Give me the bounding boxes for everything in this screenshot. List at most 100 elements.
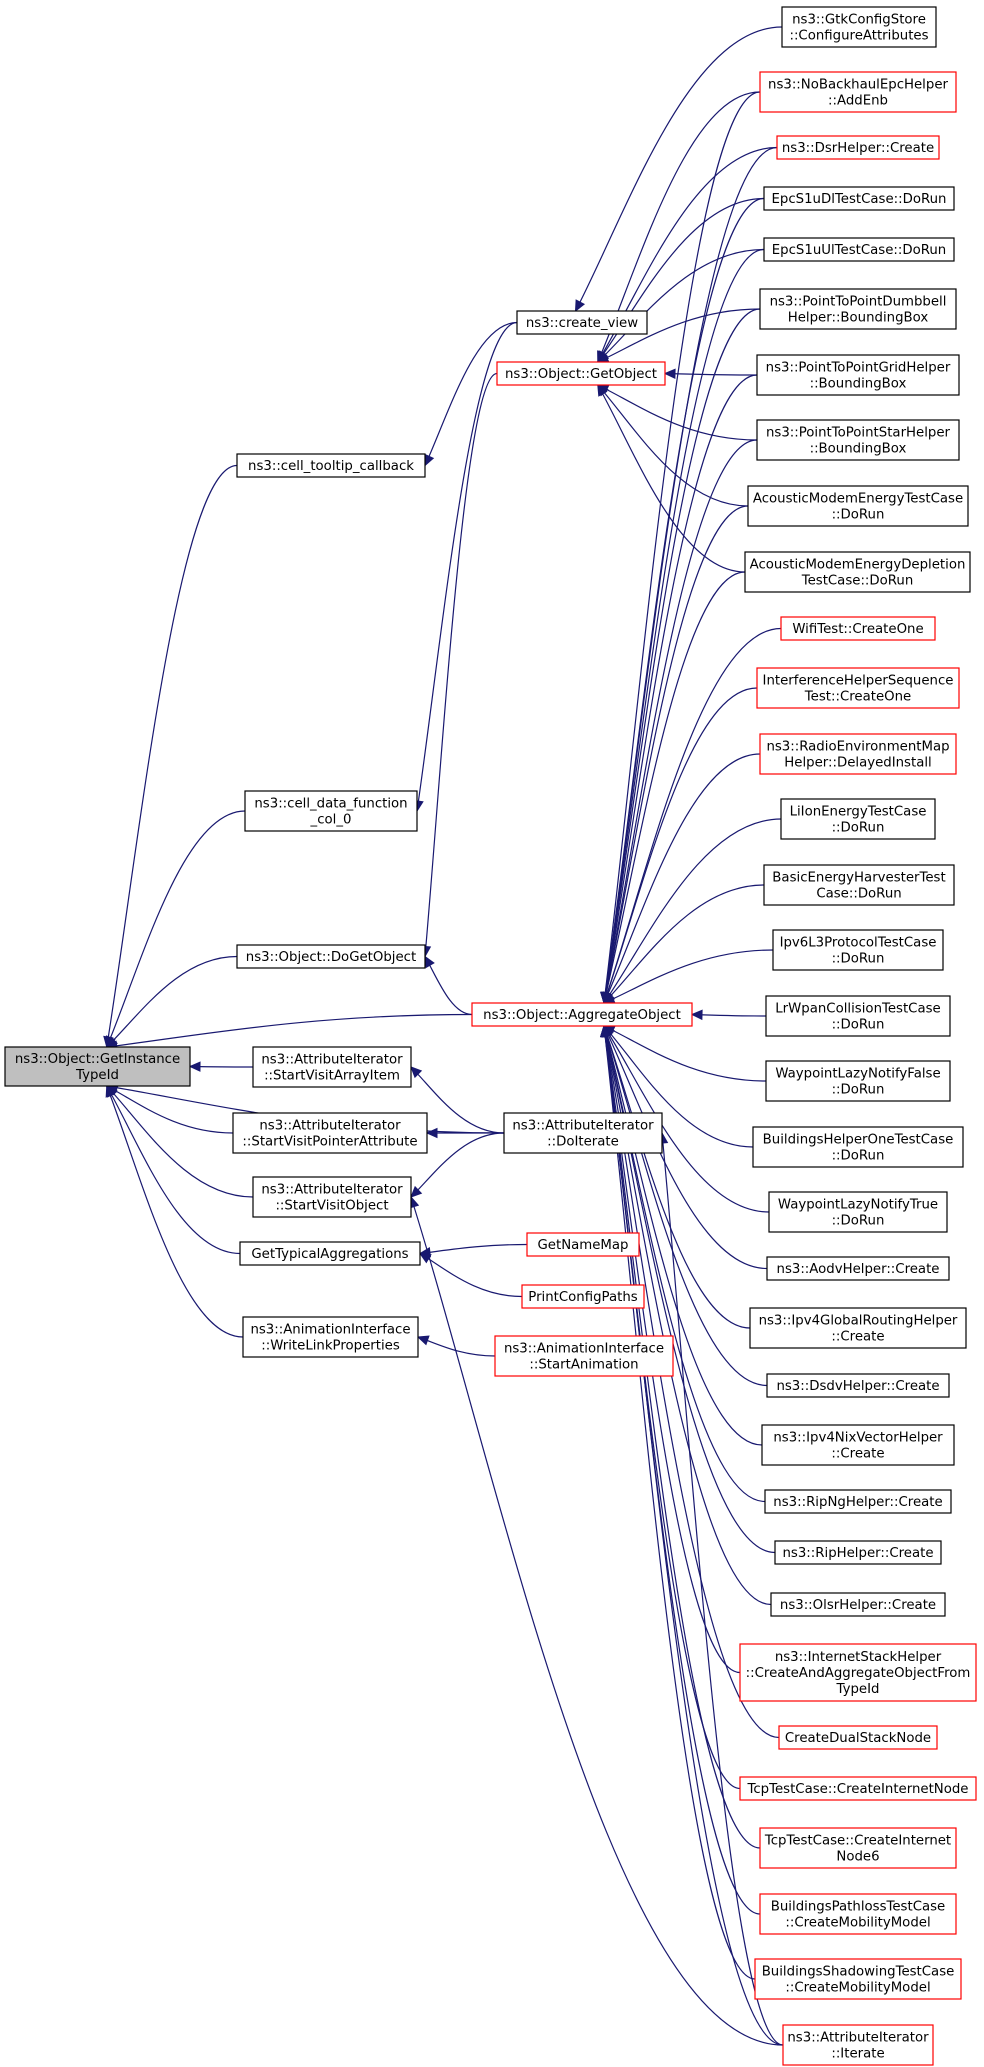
- node-label: ns3::GtkConfigStore: [792, 13, 926, 28]
- edge-buildingshelper-to-aggregate: [603, 1025, 754, 1148]
- node-dsdv[interactable]: ns3::DsdvHelper::Create: [766, 1373, 950, 1398]
- node-label: ns3::cell_tooltip_callback: [248, 459, 414, 474]
- node-iterate[interactable]: ns3::AttributeIterator::Iterate: [782, 2024, 934, 2066]
- node-nobackhaul[interactable]: ns3::NoBackhaulEpcHelper::AddEnb: [759, 71, 957, 113]
- edge-ipv6l3-to-aggregate: [603, 949, 774, 1004]
- node-lrwpan[interactable]: LrWpanCollisionTestCase::DoRun: [765, 995, 951, 1037]
- node-ipv4global[interactable]: ns3::Ipv4GlobalRoutingHelper::Create: [749, 1307, 967, 1349]
- node-tcpinternet[interactable]: TcpTestCase::CreateInternetNode: [739, 1776, 977, 1801]
- node-wifitest[interactable]: WifiTest::CreateOne: [780, 616, 936, 641]
- node-waypointtrue[interactable]: WaypointLazyNotifyTrue::DoRun: [768, 1191, 948, 1233]
- edge-arrowhead: [416, 1335, 430, 1346]
- node-interference[interactable]: InterferenceHelperSequenceTest::CreateOn…: [756, 667, 960, 709]
- edge-printconfig-to-typicalagg: [419, 1252, 523, 1298]
- node-getobject[interactable]: ns3::Object::GetObject: [496, 361, 666, 386]
- node-label: ns3::Object::DoGetObject: [246, 950, 416, 965]
- node-label: Test::CreateOne: [804, 690, 911, 705]
- node-p2pgrid[interactable]: ns3::PointToPointGridHelper::BoundingBox: [756, 354, 960, 396]
- node-dogetobject[interactable]: ns3::Object::DoGetObject: [236, 944, 426, 969]
- node-rip[interactable]: ns3::RipHelper::Create: [774, 1540, 942, 1565]
- node-label: ::BoundingBox: [810, 442, 907, 457]
- node-box: [780, 798, 936, 840]
- node-ripng[interactable]: ns3::RipNgHelper::Create: [764, 1489, 952, 1514]
- node-box: [765, 1060, 951, 1102]
- node-label: Node6: [836, 1850, 879, 1865]
- node-epcul[interactable]: EpcS1uUlTestCase::DoRun: [763, 237, 955, 262]
- edge-arrowhead: [663, 368, 676, 380]
- node-p2pstar[interactable]: ns3::PointToPointStarHelper::BoundingBox: [756, 419, 960, 461]
- node-startanim[interactable]: ns3::AnimationInterface::StartAnimation: [494, 1335, 674, 1377]
- node-printconfig[interactable]: PrintConfigPaths: [521, 1284, 645, 1309]
- node-box: [244, 790, 418, 832]
- node-label: LiIonEnergyTestCase: [790, 805, 927, 820]
- node-label: ns3::DsrHelper::Create: [782, 141, 934, 156]
- edge-iterate-to-aggregate: [603, 1025, 784, 2046]
- node-label: ns3::RadioEnvironmentMap: [766, 740, 949, 755]
- node-writelink[interactable]: ns3::AnimationInterface::WriteLinkProper…: [242, 1316, 419, 1358]
- node-box: [232, 1112, 428, 1154]
- node-internetstack[interactable]: ns3::InternetStackHelper::CreateAndAggre…: [739, 1643, 977, 1702]
- node-label: BuildingsHelperOneTestCase: [763, 1133, 954, 1148]
- node-aodv[interactable]: ns3::AodvHelper::Create: [766, 1256, 950, 1281]
- edge-arrowhead: [600, 1024, 611, 1038]
- node-buildingspathloss[interactable]: BuildingsPathlossTestCase::CreateMobilit…: [759, 1893, 957, 1935]
- node-createview[interactable]: ns3::create_view: [516, 310, 648, 335]
- node-label: ns3::Ipv4NixVectorHelper: [773, 1431, 943, 1446]
- edge-arrowhead: [188, 1061, 201, 1072]
- node-label: ns3::cell_data_function: [254, 797, 407, 812]
- node-label: AcousticModemEnergyTestCase: [753, 492, 963, 507]
- node-gtk[interactable]: ns3::GtkConfigStore::ConfigureAttributes: [781, 6, 937, 48]
- node-label: ns3::Object::GetObject: [505, 367, 657, 382]
- node-label: TypeId: [836, 1682, 880, 1697]
- node-label: Helper::DelayedInstall: [784, 756, 931, 771]
- node-getnamemap[interactable]: GetNameMap: [526, 1232, 640, 1257]
- node-label: Case::DoRun: [816, 887, 901, 902]
- node-celldata[interactable]: ns3::cell_data_function_col_0: [244, 790, 418, 832]
- edge-getnamemap-to-typicalagg: [419, 1243, 528, 1255]
- node-dsrhelper[interactable]: ns3::DsrHelper::Create: [776, 135, 940, 160]
- node-label: ::CreateMobilityModel: [785, 1981, 930, 1996]
- node-typicalagg[interactable]: GetTypicalAggregations: [239, 1241, 421, 1266]
- node-ipv4nix[interactable]: ns3::Ipv4NixVectorHelper::Create: [761, 1424, 955, 1466]
- node-box: [754, 1958, 962, 2000]
- node-label: ::DoRun: [832, 1214, 885, 1229]
- edge-p2pdumbbell-to-getobject: [597, 308, 761, 363]
- edge-buildingspathloss-to-aggregate: [603, 1025, 761, 1915]
- node-box: [756, 354, 960, 396]
- node-doiterate[interactable]: ns3::AttributeIterator::DoIterate: [503, 1112, 663, 1154]
- node-acousticdepletion[interactable]: AcousticModemEnergyDepletionTestCase::Do…: [744, 551, 971, 593]
- node-waypointfalse[interactable]: WaypointLazyNotifyFalse::DoRun: [765, 1060, 951, 1102]
- node-label: ns3::Object::GetInstance: [15, 1052, 180, 1067]
- node-visitobject[interactable]: ns3::AttributeIterator::StartVisitObject: [252, 1176, 412, 1218]
- node-visitarray[interactable]: ns3::AttributeIterator::StartVisitArrayI…: [252, 1046, 412, 1088]
- node-p2pdumbbell[interactable]: ns3::PointToPointDumbbellHelper::Boundin…: [759, 288, 957, 330]
- node-tooltip[interactable]: ns3::cell_tooltip_callback: [236, 453, 426, 478]
- node-label: AcousticModemEnergyDepletion: [750, 558, 966, 573]
- edge-arrowhead: [418, 1252, 432, 1264]
- node-liion[interactable]: LiIonEnergyTestCase::DoRun: [780, 798, 936, 840]
- edge-ipv4global-to-aggregate: [603, 1025, 751, 1329]
- call-nodes: ns3::Object::GetInstanceTypeIdns3::GtkCo…: [4, 6, 977, 2066]
- node-label: ns3::PointToPointGridHelper: [766, 361, 951, 376]
- edge-arrowhead: [690, 1009, 703, 1021]
- edge-radioenv-to-aggregate: [603, 753, 761, 1004]
- node-label: ::DoIterate: [547, 1135, 619, 1150]
- node-label: ns3::RipHelper::Create: [782, 1546, 933, 1561]
- node-acousticenergy[interactable]: AcousticModemEnergyTestCase::DoRun: [747, 485, 969, 527]
- node-olsr[interactable]: ns3::OlsrHelper::Create: [770, 1592, 946, 1617]
- node-radioenv[interactable]: ns3::RadioEnvironmentMapHelper::DelayedI…: [759, 733, 957, 775]
- node-aggregate[interactable]: ns3::Object::AggregateObject: [471, 1002, 693, 1027]
- node-visitpointer[interactable]: ns3::AttributeIterator::StartVisitPointe…: [232, 1112, 428, 1154]
- node-epcdl[interactable]: EpcS1uDlTestCase::DoRun: [763, 186, 955, 211]
- node-label: PrintConfigPaths: [528, 1290, 637, 1305]
- node-buildingsshadowing[interactable]: BuildingsShadowingTestCase::CreateMobili…: [754, 1958, 962, 2000]
- node-buildingshelper[interactable]: BuildingsHelperOneTestCase::DoRun: [752, 1126, 964, 1168]
- edge-gtk-to-createview: [574, 26, 783, 312]
- node-ipv6l3[interactable]: Ipv6L3ProtocolTestCase::DoRun: [772, 929, 944, 971]
- node-box: [4, 1046, 191, 1087]
- node-label: ns3::AttributeIterator: [261, 1183, 403, 1198]
- node-dualstack[interactable]: CreateDualStackNode: [778, 1725, 938, 1750]
